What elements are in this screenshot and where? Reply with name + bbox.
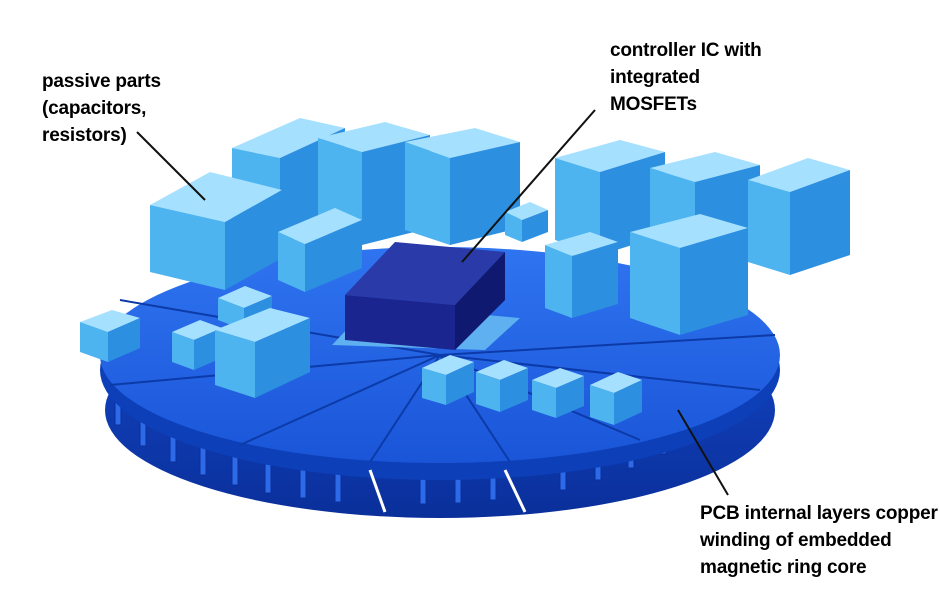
- passive-parts-label-line: (capacitors,: [42, 98, 147, 119]
- leader-lines: [136, 109, 729, 496]
- passive-parts-label: passive parts (capacitors, resistors): [42, 68, 161, 149]
- passive-leader-line: [136, 131, 206, 201]
- pcb-winding-label-line: winding of embedded: [700, 530, 892, 551]
- controller-ic-label: controller IC with integrated MOSFETs: [610, 37, 762, 118]
- ic-leader-line: [461, 109, 596, 263]
- passive-block: [590, 372, 642, 425]
- controller-ic-label-line: MOSFETs: [610, 94, 697, 115]
- passive-component-blocks: [80, 118, 850, 425]
- passive-block: [422, 355, 474, 405]
- passive-parts-label-line: passive parts: [42, 71, 161, 92]
- controller-ic-label-line: controller IC with: [610, 40, 762, 61]
- passive-block: [532, 368, 584, 418]
- passive-block: [555, 140, 665, 255]
- passive-block: [278, 208, 362, 292]
- pcb-leader-line: [677, 409, 729, 496]
- passive-block: [545, 232, 618, 318]
- passive-block: [405, 128, 520, 245]
- passive-block: [505, 202, 548, 242]
- passive-parts-label-line: resistors): [42, 125, 127, 146]
- passive-block: [476, 360, 528, 412]
- controller-ic-label-line: integrated: [610, 67, 700, 88]
- pcb-winding-label-line: magnetic ring core: [700, 557, 867, 578]
- passive-block: [150, 172, 282, 290]
- board-gap-highlights: [368, 469, 527, 513]
- passive-block: [630, 214, 748, 335]
- passive-block: [748, 158, 850, 275]
- passive-block: [215, 308, 310, 398]
- passive-block: [80, 310, 140, 362]
- pcb-winding-label-line: PCB internal layers copper: [700, 503, 938, 524]
- pcb-winding-label: PCB internal layers copper winding of em…: [700, 500, 938, 581]
